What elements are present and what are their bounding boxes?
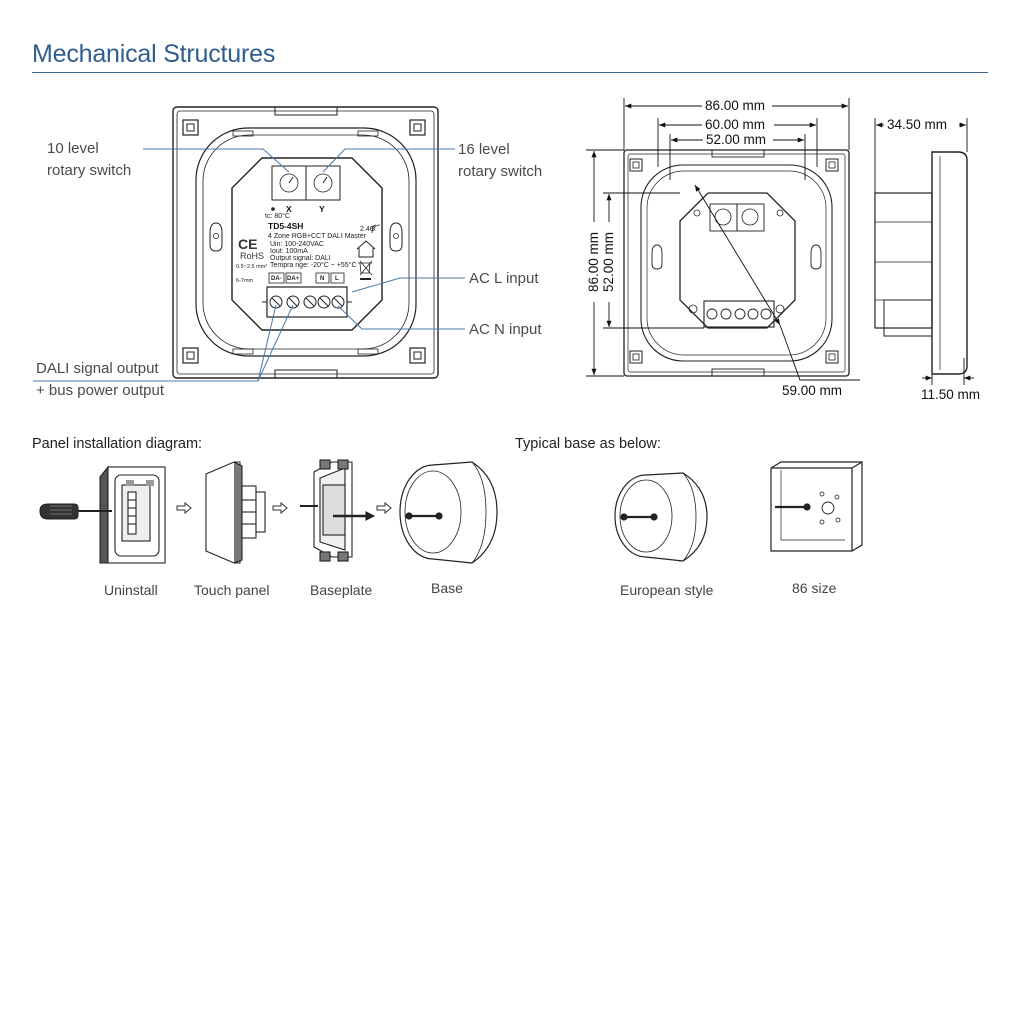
- caption-european-style: European style: [620, 582, 714, 598]
- install-step-baseplate: [300, 459, 376, 562]
- switch-y-label: Y: [319, 204, 325, 214]
- product-model: TD5-4SH: [268, 221, 304, 231]
- front-callouts: [33, 148, 465, 382]
- caption-baseplate: Baseplate: [310, 582, 373, 598]
- dim-height-52: 52.00 mm: [601, 231, 616, 293]
- product-iout: Iout: 100mA: [270, 248, 308, 255]
- product-tc: tc: 80°C: [265, 213, 290, 220]
- product-temp: Tempra nge: -20°C ~ +55°C: [270, 262, 357, 269]
- front-view-panel: [172, 106, 439, 379]
- dim-width-60: 60.00 mm: [705, 117, 766, 132]
- product-band: 2.4G: [360, 226, 376, 233]
- product-output: Output signal: DALI: [270, 255, 331, 262]
- label-16-level-line1: 16 level: [458, 141, 510, 158]
- product-uin: Uin: 100-240VAC: [270, 241, 324, 248]
- base-86-size: [770, 461, 863, 552]
- caption-touch-panel: Touch panel: [194, 582, 270, 598]
- caption-86-size: 86 size: [792, 580, 837, 596]
- switch-x-label: X: [286, 204, 292, 214]
- label-ac-l-input: AC L input: [469, 270, 539, 287]
- base-european: [614, 472, 708, 562]
- label-dali-line1: DALI signal output: [36, 360, 159, 377]
- terminal-l: L: [335, 276, 339, 282]
- dim-width-86: 86.00 mm: [705, 98, 766, 113]
- terminal-da-minus: DA-: [271, 276, 282, 282]
- dimension-view: [623, 149, 850, 377]
- rohs-mark: RoHS: [240, 251, 265, 261]
- dim-height-86: 86.00 mm: [586, 231, 601, 293]
- terminal-da-plus: DA+: [287, 276, 300, 282]
- label-16-level-line2: rotary switch: [458, 163, 543, 180]
- dim-plate-11-5: 11.50 mm: [921, 387, 981, 402]
- install-step-base: [399, 461, 498, 564]
- terminal-n: N: [320, 276, 325, 282]
- install-step-touch-panel: [205, 461, 266, 564]
- label-ac-n-input: AC N input: [469, 321, 542, 338]
- strip-spec: 6-7mm: [236, 278, 254, 284]
- ce-mark: CE: [238, 236, 258, 252]
- label-dali-line2: + bus power output: [36, 382, 165, 399]
- install-heading: Panel installation diagram:: [32, 436, 203, 452]
- bases-heading: Typical base as below:: [515, 436, 661, 452]
- label-10-level-line2: rotary switch: [47, 162, 132, 179]
- step-arrows: [176, 501, 392, 515]
- dim-diagonal-59: 59.00 mm: [782, 383, 843, 398]
- caption-uninstall: Uninstall: [104, 582, 158, 598]
- caption-base: Base: [431, 580, 463, 596]
- product-name: 4 Zone RGB+CCT DALI Master: [268, 233, 367, 240]
- label-10-level-line1: 10 level: [47, 140, 99, 157]
- side-view: [874, 151, 968, 375]
- wire-spec: 0.5~2.5 mm²: [236, 264, 268, 270]
- title-underline: [32, 72, 988, 73]
- dim-width-52: 52.00 mm: [706, 132, 767, 147]
- dim-depth-34-5: 34.50 mm: [887, 117, 948, 132]
- page-title: Mechanical Structures: [32, 40, 276, 68]
- install-step-uninstall: [39, 465, 166, 564]
- dimension-lines: [586, 98, 974, 385]
